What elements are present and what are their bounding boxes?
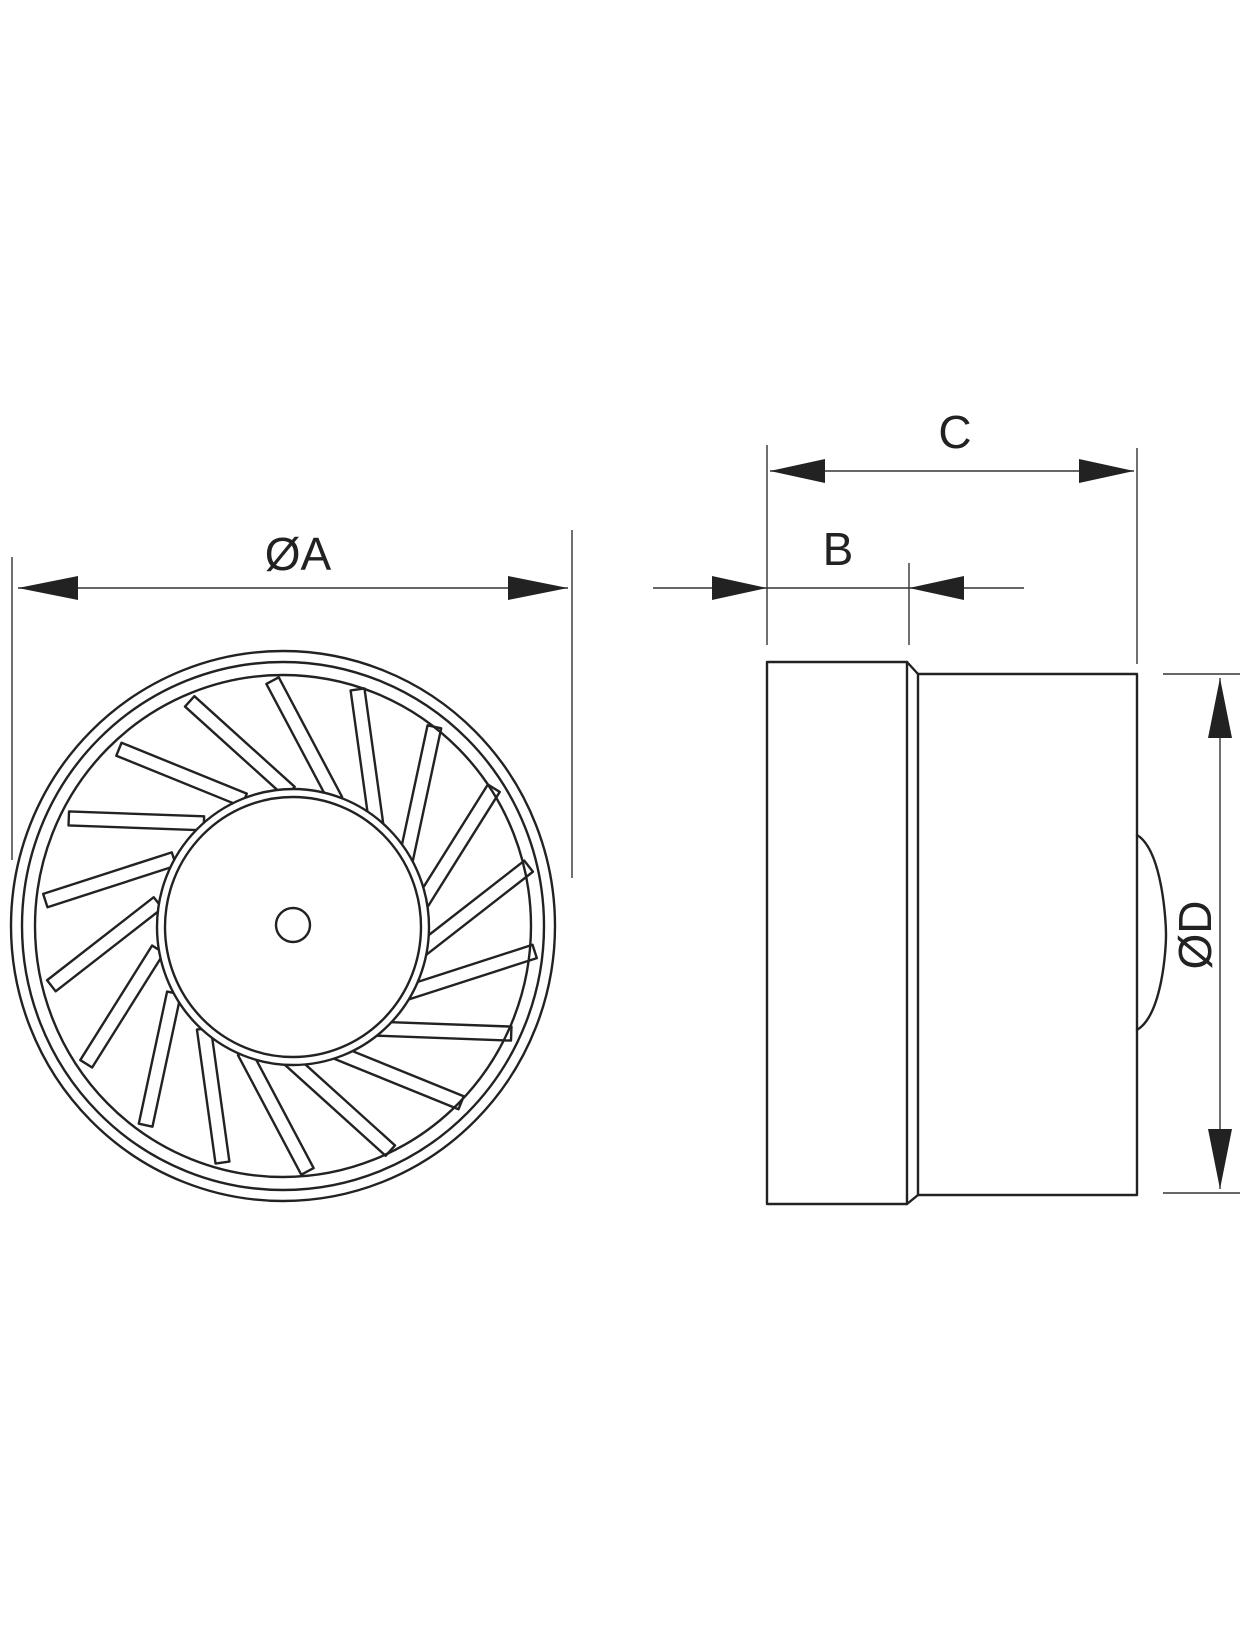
grille-vane [115,741,249,808]
side-view [765,660,1168,1206]
grille-vane [195,1026,231,1165]
hub-outer [155,787,431,1067]
arrow-c-left [770,459,825,483]
hub-inner [163,795,423,1059]
label-a: ØA [265,528,332,580]
center-bolt [274,906,312,944]
grille-vane [398,724,443,862]
rear-motor-cap [1135,833,1168,1032]
outer-rim-inner [20,660,546,1192]
arrow-b-left [712,576,767,600]
grille-vane [41,851,178,909]
grille-vane [374,1020,513,1042]
grille-vane [416,859,535,956]
arrow-b-right [909,576,964,600]
dimension-a: ØA [11,528,573,878]
arrow-d-bottom [1208,1129,1232,1189]
grille-ring [33,673,533,1179]
grille-vane [236,1047,315,1176]
grille-vane [79,944,166,1069]
outer-rim [9,649,557,1203]
arrow-a-left [18,576,78,600]
grille-vane [183,694,296,799]
grille-vane [45,896,164,993]
grille-vane [67,810,206,832]
dimension-c: C [766,406,1138,664]
arrow-c-right [1079,459,1134,483]
side-flange [765,660,909,1206]
arrow-d-top [1208,678,1232,738]
label-b: B [823,523,854,575]
grille-vane [137,990,182,1128]
side-body [905,660,1139,1206]
grille-vane [265,676,344,805]
dimension-d: ØD [1163,673,1240,1194]
grille-vane [284,1053,397,1158]
label-c: C [938,406,971,458]
front-view [9,649,557,1203]
label-d: ØD [1169,901,1221,970]
dimension-b: B [653,523,1024,645]
arrow-a-right [508,576,568,600]
grille-vane [331,1044,465,1111]
